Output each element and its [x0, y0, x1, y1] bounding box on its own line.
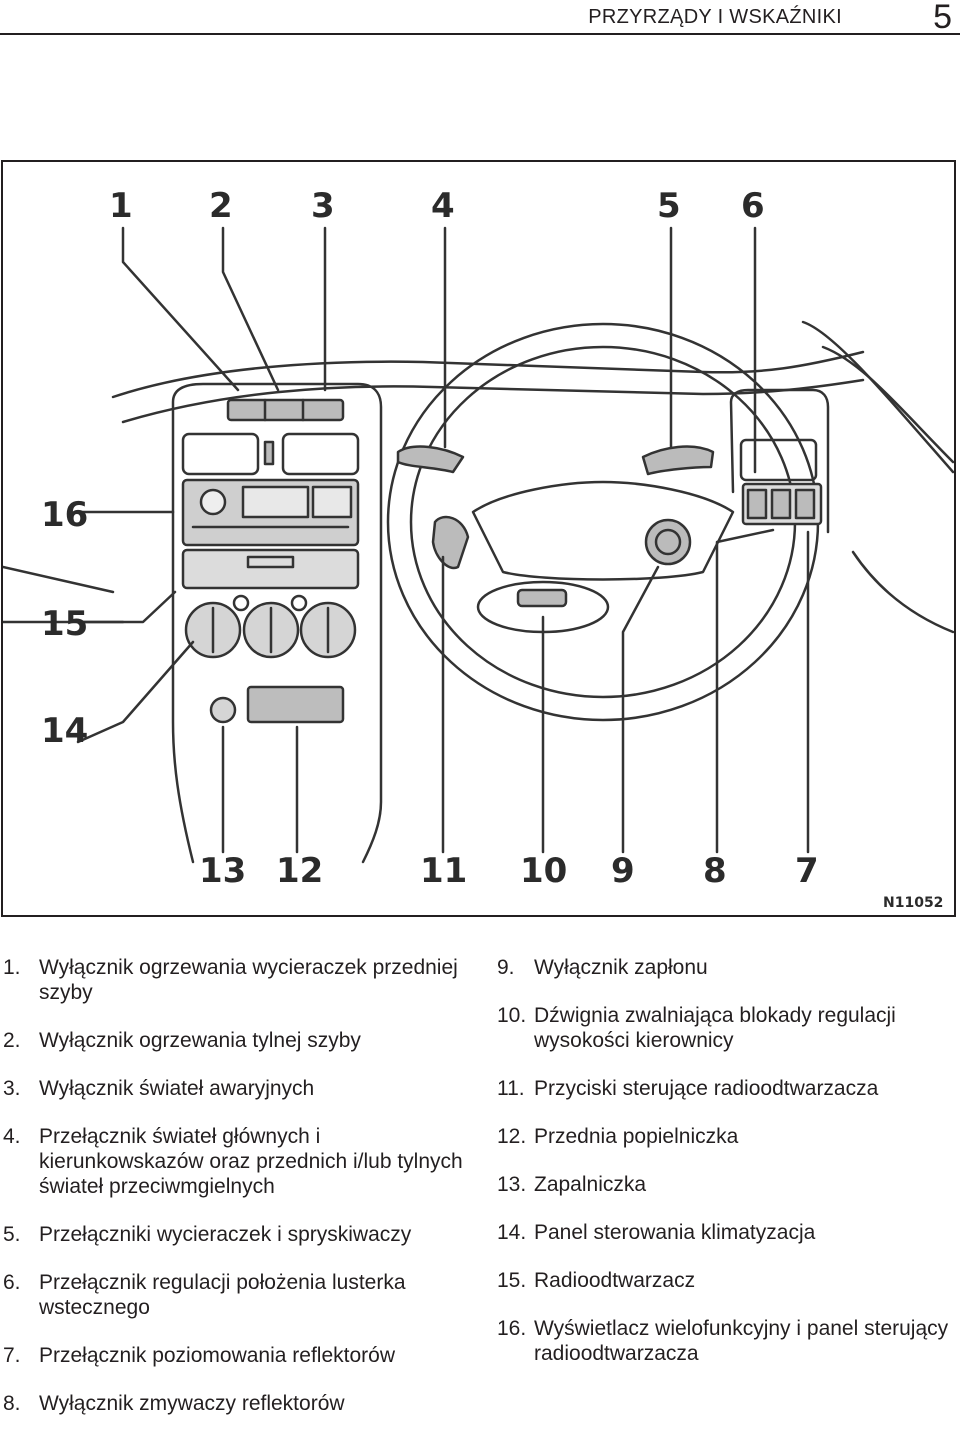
legend-item: 3. Wyłącznik świateł awaryjnych [3, 1076, 473, 1101]
light-stalk [396, 445, 465, 474]
callout-5: 5 [657, 186, 681, 226]
dashboard-upper-trim [121, 378, 865, 424]
legend-text: Przyciski sterujące radioodtwarzacza [534, 1077, 879, 1100]
legend-number: 2. [3, 1029, 21, 1052]
callout-4: 4 [431, 186, 455, 226]
legend-text: Przełączniki wycieraczek i spryskiwaczy [39, 1223, 412, 1246]
page-header: PRZYRZĄDY I WSKAŹNIKI 5 [0, 0, 960, 40]
legend-item: 16. Wyświetlacz wielofunkcyjny i panel st… [497, 1316, 957, 1366]
legend-number: 6. [3, 1271, 21, 1294]
legend-item: 5. Przełączniki wycieraczek i spryskiwacz… [3, 1222, 473, 1247]
center-vent-right [281, 432, 360, 476]
callout-13: 13 [199, 851, 246, 891]
ignition [644, 518, 692, 566]
dashboard-top-edge [111, 350, 865, 399]
legend-right-column: 9. Wyłącznik zapłonu 10. Dźwignia zwalniaj… [497, 955, 957, 1389]
legend-number: 14. [497, 1221, 527, 1244]
legend-item: 8. Wyłącznik zmywaczy reflektorów [3, 1391, 473, 1416]
right-vent [729, 388, 830, 534]
dashboard-illustration: 1 2 3 4 5 6 7 8 9 10 11 12 13 14 15 16 N… [3, 186, 954, 911]
callout-10: 10 [520, 851, 567, 891]
leader-lines [76, 226, 810, 854]
callout-1: 1 [109, 186, 133, 226]
legend-item: 11. Przyciski sterujące radioodtwarzacza [497, 1076, 957, 1101]
ashtray [246, 685, 345, 724]
legend-item: 14. Panel sterowania klimatyzacja [497, 1220, 957, 1245]
legend-number: 16. [497, 1317, 527, 1340]
legend-text: Panel sterowania klimatyzacja [534, 1221, 816, 1244]
callout-2: 2 [209, 186, 233, 226]
tilt-lever [516, 588, 568, 608]
legend-number: 12. [497, 1125, 527, 1148]
legend-item: 15. Radioodtwarzacz [497, 1268, 957, 1293]
callout-11: 11 [420, 851, 467, 891]
legend-text: Wyłącznik ogrzewania wycieraczek przedni… [39, 956, 458, 1004]
legend-text: Dźwignia zwalniająca blokady regulacji w… [534, 1004, 896, 1052]
legend-number: 10. [497, 1004, 527, 1027]
section-title: PRZYRZĄDY I WSKAŹNIKI [588, 6, 842, 28]
legend-number: 5. [3, 1223, 21, 1246]
center-console-outline [171, 382, 383, 864]
center-vent-left [181, 432, 260, 476]
legend-left-column: 1. Wyłącznik ogrzewania wycieraczek przed… [3, 955, 473, 1439]
legend-item: 13. Zapalniczka [497, 1172, 957, 1197]
callout-6: 6 [741, 186, 765, 226]
callout-15: 15 [41, 604, 88, 644]
legend-number: 8. [3, 1392, 21, 1415]
legend-item: 2. Wyłącznik ogrzewania tylnej szyby [3, 1028, 473, 1053]
steering-wheel-inner [409, 345, 797, 699]
radio-steering-switch [431, 515, 470, 570]
legend-number: 4. [3, 1125, 21, 1148]
legend-text: Wyłącznik świateł awaryjnych [39, 1077, 315, 1100]
legend-text: Przełącznik poziomowania reflektorów [39, 1344, 395, 1367]
callout-7: 7 [795, 851, 819, 891]
legend-item: 12. Przednia popielniczka [497, 1124, 957, 1149]
legend-number: 15. [497, 1269, 527, 1292]
legend-text: Wyświetlacz wielofunkcyjny i panel steru… [534, 1317, 949, 1365]
legend-item: 4. Przełącznik świateł głównych i kierunk… [3, 1124, 473, 1199]
callout-9: 9 [611, 851, 635, 891]
page-number: 5 [933, 0, 952, 36]
legend-number: 1. [3, 956, 21, 979]
legend-number: 11. [497, 1077, 525, 1100]
callout-16: 16 [41, 495, 88, 535]
lighter [209, 696, 237, 724]
legend-number: 7. [3, 1344, 21, 1367]
legend-item: 1. Wyłącznik ogrzewania wycieraczek przed… [3, 955, 473, 1005]
figure-code: N11052 [883, 895, 943, 911]
legend-text: Przełącznik świateł głównych i kierunkow… [39, 1125, 463, 1198]
legend-item: 10. Dźwignia zwalniająca blokady regulacj… [497, 1003, 957, 1053]
hazard-switch-block [226, 398, 345, 422]
multi-display [181, 548, 360, 590]
callout-8: 8 [703, 851, 727, 891]
legend-item: 7. Przełącznik poziomowania reflektorów [3, 1343, 473, 1368]
legend-text: Radioodtwarzacz [534, 1269, 696, 1292]
dashboard-figure: 1 2 3 4 5 6 7 8 9 10 11 12 13 14 15 16 N… [1, 160, 956, 917]
header-rule [0, 33, 960, 35]
dashboard-right-edge [851, 550, 954, 634]
legend-number: 13. [497, 1173, 527, 1196]
left-door-line [3, 565, 115, 594]
callout-12: 12 [276, 851, 323, 891]
wiper-stalk [641, 445, 715, 476]
legend-text: Zapalniczka [534, 1173, 647, 1196]
legend-number: 9. [497, 956, 515, 979]
legend-text: Przełącznik regulacji położenia lusterka… [39, 1271, 406, 1319]
legend-item: 6. Przełącznik regulacji położenia luster… [3, 1270, 473, 1320]
legend-text: Wyłącznik zmywaczy reflektorów [39, 1392, 345, 1415]
legend-text: Przednia popielniczka [534, 1125, 739, 1148]
a-pillar-inner [821, 345, 954, 464]
callout-3: 3 [311, 186, 335, 226]
legend-item: 9. Wyłącznik zapłonu [497, 955, 957, 980]
callout-14: 14 [41, 711, 88, 751]
legend-text: Wyłącznik ogrzewania tylnej szyby [39, 1029, 361, 1052]
legend-number: 3. [3, 1077, 21, 1100]
legend-text: Wyłącznik zapłonu [534, 956, 708, 979]
steering-hub [471, 480, 735, 581]
